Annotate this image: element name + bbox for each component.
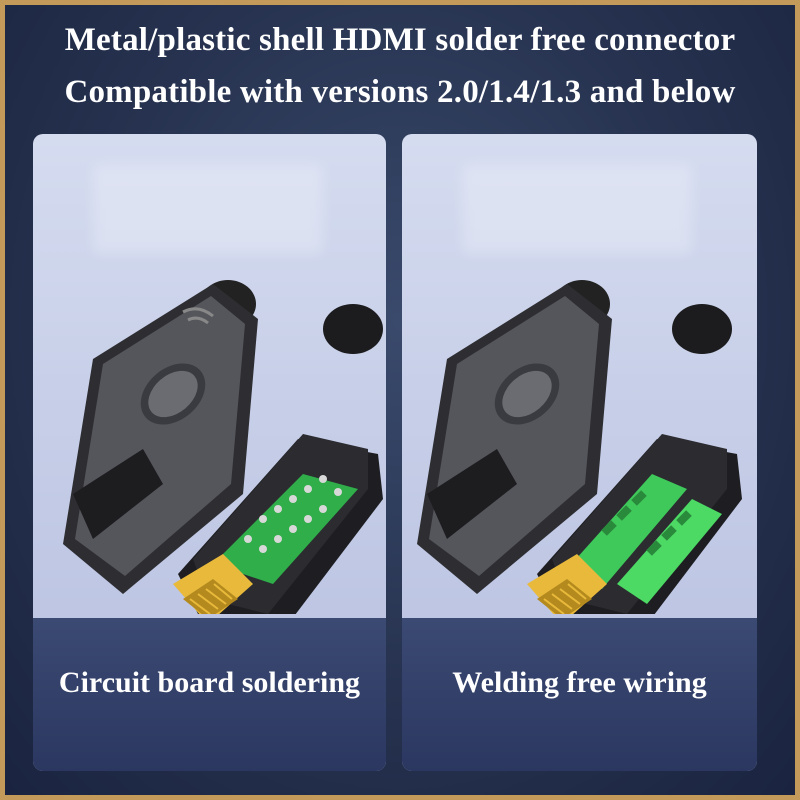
caption-circuit-board-soldering: Circuit board soldering [58, 666, 361, 699]
shell-cover [417, 280, 612, 594]
hdmi-pcb-connector-image [63, 280, 383, 614]
headline-line-1: Metal/plastic shell HDMI solder free con… [64, 22, 736, 58]
headline-line-2: Compatible with versions 2.0/1.4/1.3 and… [64, 74, 736, 110]
pcb-board [213, 474, 358, 584]
hdmi-plug [527, 554, 607, 614]
panel-circuit-board: Circuit board soldering [33, 134, 386, 771]
hdmi-plug [173, 554, 253, 614]
caption-welding-free-wiring: Welding free wiring [452, 666, 707, 699]
hdmi-terminal-connector-image [417, 280, 742, 614]
terminal-block [567, 474, 722, 604]
panel-solder-free: Welding free wiring [402, 134, 757, 771]
shell-cover [63, 280, 258, 594]
